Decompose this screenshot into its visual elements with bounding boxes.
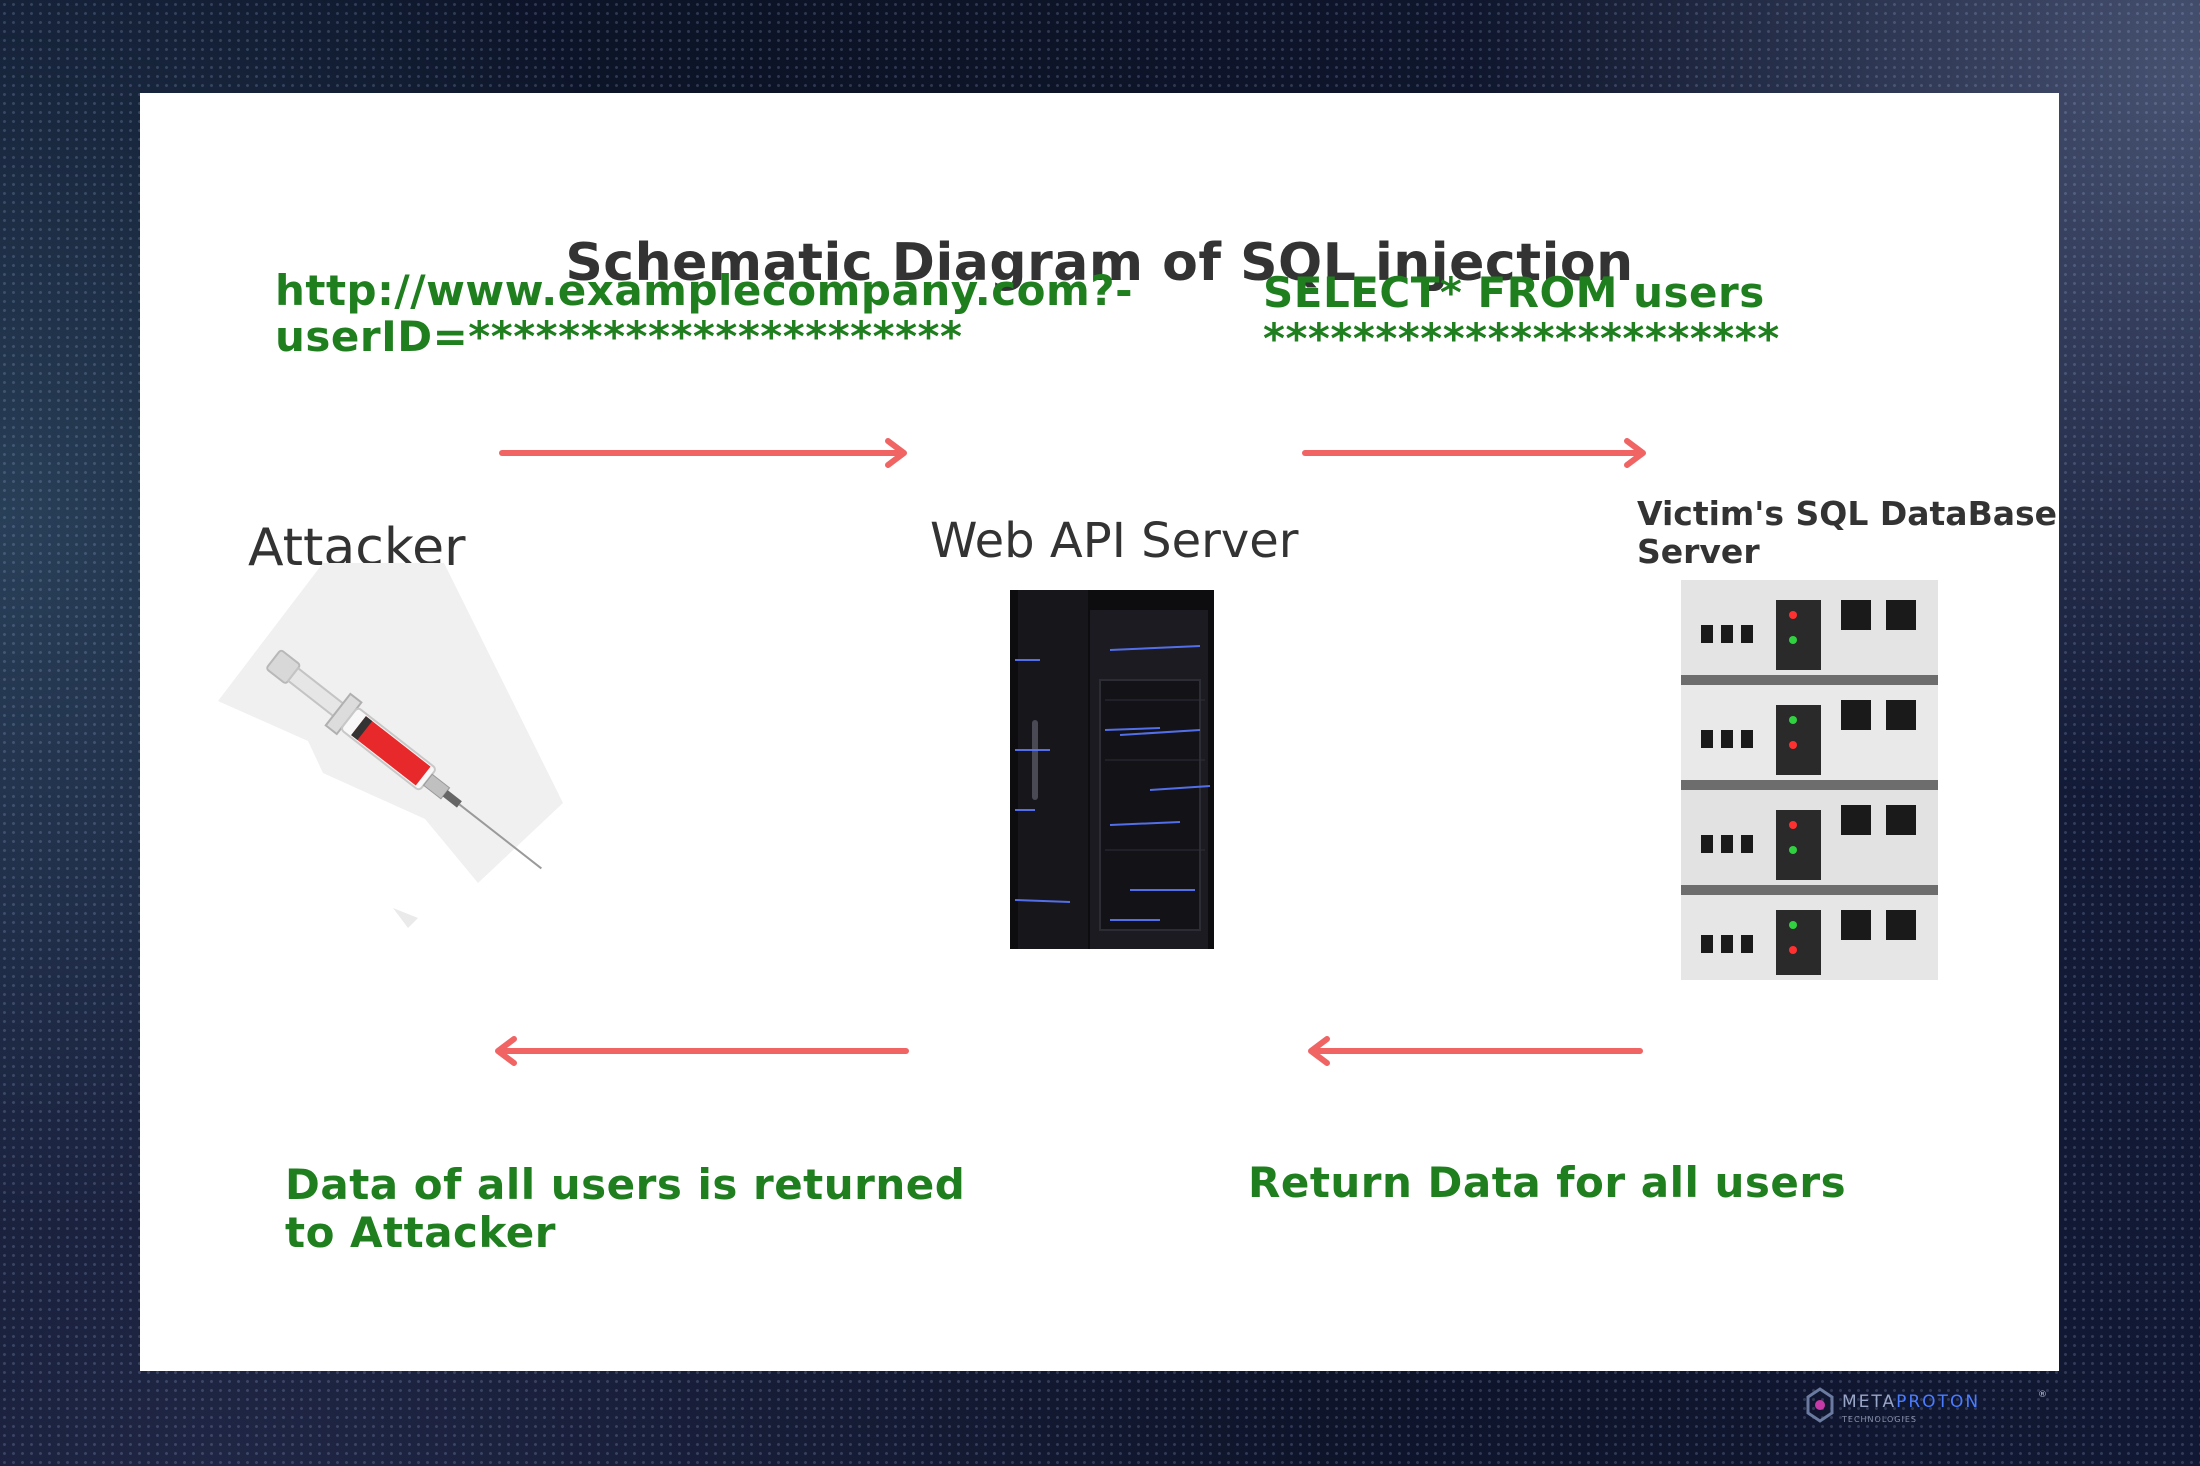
diagram-title: Schematic Diagram of SQL injection bbox=[565, 233, 1634, 293]
request-url-text: http://www.examplecompany.com?- userID=*… bbox=[275, 268, 1133, 360]
web-server-image bbox=[1010, 590, 1214, 949]
arrow-attacker-to-web bbox=[499, 438, 907, 468]
return-data-text: Return Data for all users bbox=[1248, 1158, 1847, 1207]
return-to-attacker-line-2: to Attacker bbox=[285, 1208, 556, 1257]
metaproton-logo: METAPROTON TECHNOLOGIES ® bbox=[1800, 1383, 2050, 1431]
diagram-panel: Schematic Diagram of SQL injection http:… bbox=[140, 93, 2059, 1371]
svg-text:®: ® bbox=[2038, 1390, 2047, 1400]
request-url-line-1: http://www.examplecompany.com?- bbox=[275, 266, 1134, 315]
arrow-db-to-web bbox=[1308, 1036, 1643, 1066]
db-server-label-line-2: Server bbox=[1637, 532, 1760, 571]
database-server-image bbox=[1681, 580, 1938, 980]
db-server-label: Victim's SQL DataBase Server bbox=[1637, 495, 2057, 571]
svg-text:METAPROTON: METAPROTON bbox=[1842, 1392, 1980, 1412]
sql-query-line-2: *********************** bbox=[1263, 314, 1780, 363]
request-url-line-2: userID=********************** bbox=[275, 312, 963, 361]
sql-query-line-1: SELECT* FROM users bbox=[1263, 268, 1765, 317]
return-to-attacker-text: Data of all users is returned to Attacke… bbox=[285, 1161, 965, 1257]
arrow-web-to-db bbox=[1302, 438, 1646, 468]
web-server-label: Web API Server bbox=[930, 513, 1299, 569]
metaproton-logo-mark: METAPROTON TECHNOLOGIES ® bbox=[1806, 1387, 2047, 1424]
syringe-image bbox=[218, 563, 563, 928]
arrow-web-to-attacker bbox=[495, 1036, 909, 1066]
svg-text:TECHNOLOGIES: TECHNOLOGIES bbox=[1841, 1415, 1917, 1424]
return-to-attacker-line-1: Data of all users is returned bbox=[285, 1160, 966, 1209]
db-server-label-line-1: Victim's SQL DataBase bbox=[1637, 494, 2058, 533]
sql-query-text: SELECT* FROM users *********************… bbox=[1263, 270, 1780, 362]
